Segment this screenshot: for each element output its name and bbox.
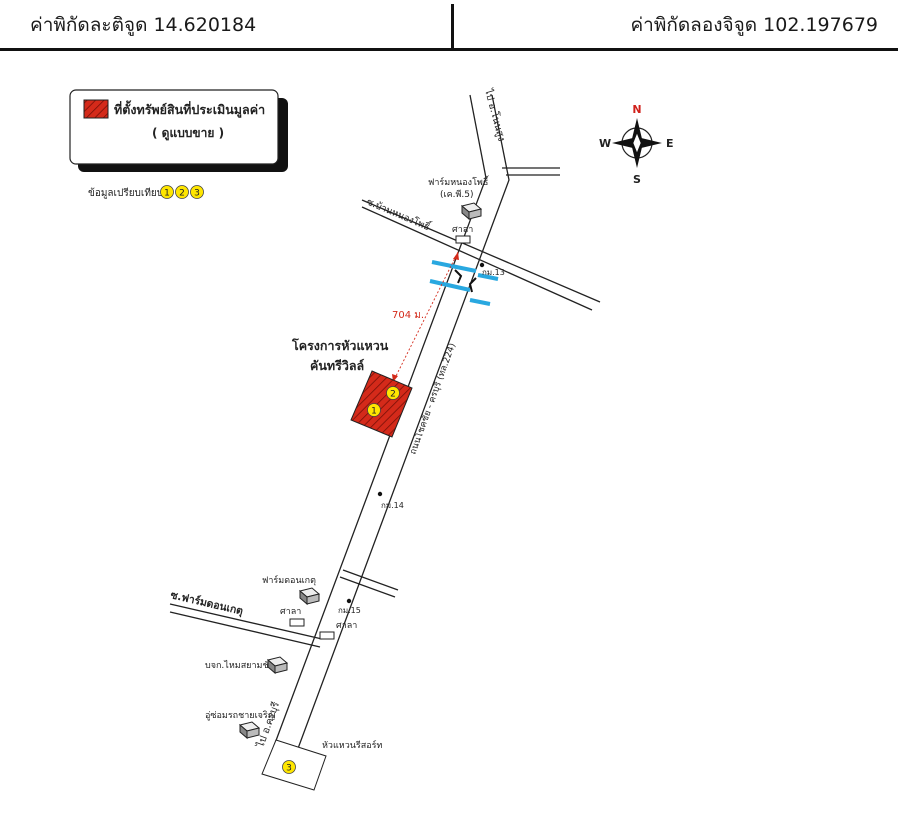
marker-1 xyxy=(367,403,381,417)
latitude-label: ค่าพิกัดละติจูด 14.620184 xyxy=(30,14,257,36)
sala-1-label: ศาลา xyxy=(452,225,473,235)
comparable-marker-2-text: 2 xyxy=(179,189,185,199)
side-road-nongpho xyxy=(361,199,601,311)
garage-icon xyxy=(238,721,261,740)
marker-2-text: 2 xyxy=(390,390,396,400)
km13-dot xyxy=(479,262,485,268)
marker-2 xyxy=(386,386,400,400)
resort-label: หัวแหวนรีสอร์ท xyxy=(322,739,382,751)
marker-3 xyxy=(282,760,296,774)
project-name-line1: โครงการหัวแหวน xyxy=(291,338,389,353)
side-road-ne xyxy=(502,167,560,176)
compass-n: N xyxy=(632,103,641,116)
bridge-symbol xyxy=(429,260,499,306)
farm-nongpho-sublabel: (เค.พี.5) xyxy=(440,189,474,200)
comparables-label: ข้อมูลเปรียบเทียบ xyxy=(88,187,163,199)
km14-dot xyxy=(377,491,383,497)
marker-3-text: 3 xyxy=(286,764,292,774)
compass-s: S xyxy=(633,173,641,186)
highway-label: ถนนโชคชัย - ครบุรี (ทล.224) xyxy=(407,342,458,456)
sala-2-icon xyxy=(289,618,305,627)
shop-tiles-icon xyxy=(266,656,289,675)
legend-subtitle: ( ดูแบบขาย ) xyxy=(152,126,224,141)
km15-dot xyxy=(346,598,352,604)
sala-3-icon xyxy=(319,631,335,640)
comparable-marker-2 xyxy=(175,185,189,199)
legend-title: ที่ตั้งทรัพย์สินที่ประเมินมูลค่า xyxy=(114,100,265,118)
farm-donket-icon xyxy=(298,587,321,606)
garage-label: อู่ซ่อมรถชายเจริญ xyxy=(205,710,276,721)
compass-e: E xyxy=(666,137,674,150)
distance-label: 704 ม. xyxy=(392,310,424,321)
sala-2-label: ศาลา xyxy=(280,607,301,617)
side-road-donket xyxy=(169,603,323,648)
coordinates-header: ค่าพิกัดละติจูด 14.620184 ค่าพิกัดลองจิจ… xyxy=(0,0,900,51)
sala-1-icon xyxy=(455,235,471,244)
farm-nongpho-icon xyxy=(460,202,483,221)
compass-rose: N S E W xyxy=(599,103,674,186)
legend-swatch xyxy=(83,99,109,119)
compass-w: W xyxy=(599,137,611,150)
farm-donket-label: ฟาร์มดอนเกตุ xyxy=(262,574,316,586)
header-underline xyxy=(0,48,898,51)
comparable-marker-1-text: 1 xyxy=(164,189,170,199)
km13-label: กม.13 xyxy=(482,268,505,277)
main-highway xyxy=(267,94,510,771)
shop-tiles-label: บจก.ไหมสยามชัย xyxy=(205,660,274,671)
legend-box: ที่ตั้งทรัพย์สินที่ประเมินมูลค่า ( ดูแบบ… xyxy=(69,89,288,172)
longitude-label: ค่าพิกัดลองจิจูด 102.197679 xyxy=(630,14,878,36)
comparable-marker-1 xyxy=(160,185,174,199)
side-road-top-label: ซ.บ้านหนองโพธิ์ xyxy=(365,194,434,234)
km15-label: กม.15 xyxy=(338,606,361,615)
sala-3-label: ศาลา xyxy=(336,621,357,631)
farm-nongpho-label: ฟาร์มหนองโพธิ์ xyxy=(428,175,490,188)
marker-1-text: 1 xyxy=(371,407,377,417)
comparable-marker-3 xyxy=(190,185,204,199)
project-name-line2: คันทรีวิลล์ xyxy=(310,358,364,373)
comparable-marker-3-text: 3 xyxy=(194,189,200,199)
km14-label: กม.14 xyxy=(381,501,404,510)
comparables-note: ข้อมูลเปรียบเทียบ 1 2 3 xyxy=(88,185,204,199)
resort-plot: 3 xyxy=(261,739,327,791)
header-divider xyxy=(451,4,454,48)
road-top-label: ไป อ.โนนสูง xyxy=(482,86,509,142)
subject-property: 2 1 xyxy=(350,370,413,438)
side-road-km15 xyxy=(339,569,399,598)
